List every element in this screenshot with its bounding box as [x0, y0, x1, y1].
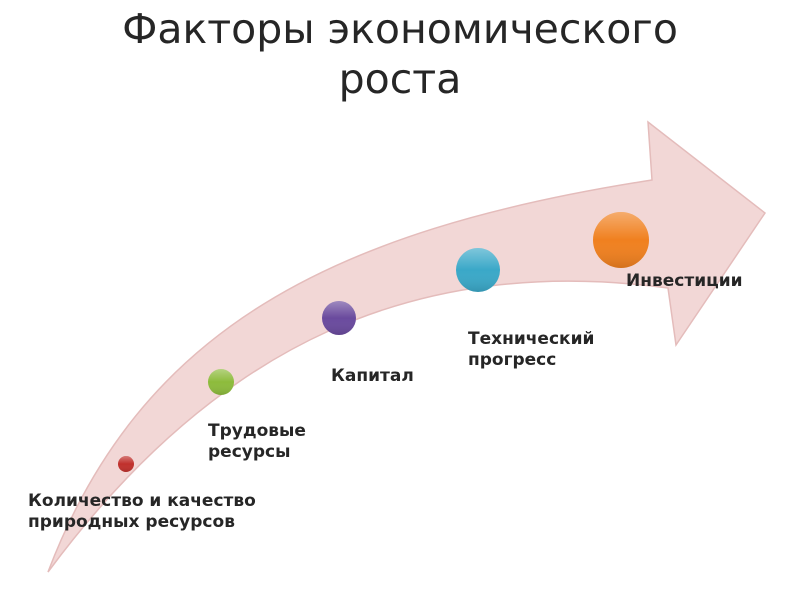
- growth-arrow-shape: [47, 120, 767, 573]
- slide-title-line-2: роста: [338, 55, 462, 103]
- dot-shading: [322, 301, 356, 335]
- step-label-natural-resources: Количество и качество природных ресурсов: [28, 491, 256, 533]
- step-label-line: ресурсы: [208, 442, 291, 462]
- step-label-line: Технический: [468, 329, 595, 349]
- step-label-investments: Инвестиции: [626, 271, 743, 292]
- step-label-labor: Трудовые ресурсы: [208, 421, 306, 463]
- dot-shading: [456, 248, 500, 292]
- step-label-line: Инвестиции: [626, 271, 743, 291]
- step-label-line: прогресс: [468, 350, 557, 370]
- step-label-line: природных ресурсов: [28, 512, 235, 532]
- step-label-capital: Капитал: [331, 366, 414, 387]
- step-label-line: Капитал: [331, 366, 414, 386]
- dot-shading: [593, 212, 649, 268]
- slide-title-line-1: Факторы экономического: [122, 5, 678, 53]
- step-label-line: Количество и качество: [28, 491, 256, 511]
- dot-shading: [118, 456, 134, 472]
- dot-shading: [208, 369, 234, 395]
- step-label-line: Трудовые: [208, 421, 306, 441]
- step-label-tech-progress: Технический прогресс: [468, 329, 594, 371]
- slide-title: Факторы экономического роста: [0, 4, 800, 104]
